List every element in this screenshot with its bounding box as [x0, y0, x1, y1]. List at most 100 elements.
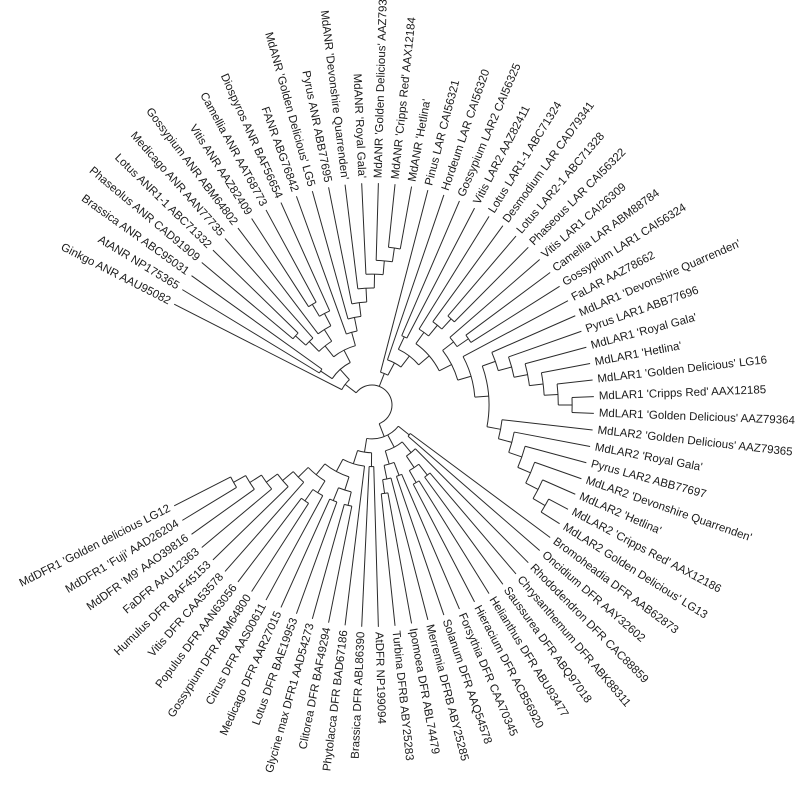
branch: [442, 341, 454, 351]
clade-arc: [366, 425, 399, 440]
branch: [391, 247, 395, 262]
branch: [398, 425, 410, 436]
branch: [418, 216, 490, 330]
branch: [465, 272, 551, 336]
branch: [328, 506, 353, 623]
branch: [201, 488, 272, 548]
clade-arc: [385, 441, 403, 452]
branch: [397, 336, 405, 350]
clade-arc: [355, 384, 393, 425]
branch: [474, 395, 489, 398]
branch: [414, 448, 529, 564]
branch: [387, 434, 395, 448]
branch: [401, 200, 460, 336]
branch: [265, 495, 324, 601]
branch: [315, 463, 326, 476]
branch: [297, 467, 309, 478]
branch: [237, 497, 302, 583]
branch: [311, 304, 320, 317]
clade-arc: [465, 334, 472, 343]
branch: [532, 498, 546, 507]
branch: [406, 207, 475, 339]
branch: [358, 302, 362, 317]
branch: [382, 479, 386, 494]
branch: [344, 184, 359, 289]
branch: [412, 483, 475, 603]
branch: [524, 445, 587, 464]
clade-arc: [329, 498, 338, 503]
branch: [540, 511, 560, 525]
branch: [361, 183, 367, 275]
branch: [339, 369, 350, 381]
leaf-label: MdANR 'Royal Gala': [351, 73, 368, 178]
clade-arc: [517, 446, 526, 468]
branch: [212, 486, 289, 561]
clade-arc: [525, 462, 536, 484]
branch: [173, 303, 343, 391]
branch: [251, 503, 309, 592]
clade-arc: [301, 497, 309, 504]
branch: [304, 489, 314, 502]
clade-arc: [462, 356, 476, 398]
branch: [351, 332, 356, 346]
branch: [224, 481, 305, 572]
branch: [395, 476, 445, 616]
clade-arc: [380, 371, 389, 376]
clade-arc: [381, 492, 389, 495]
clade-arc: [292, 332, 299, 340]
branch: [529, 383, 544, 387]
branch: [311, 504, 345, 619]
branch: [405, 455, 415, 468]
branch: [418, 355, 430, 366]
branch: [365, 288, 368, 303]
branch: [387, 184, 396, 248]
branch: [332, 487, 339, 501]
branch: [373, 466, 379, 627]
branch: [251, 218, 309, 307]
leaf-label: MdANR 'Golden Delicious' AAZ79363: [373, 0, 391, 178]
branch: [513, 374, 528, 378]
clade-arc: [449, 337, 458, 347]
clade-arc: [319, 310, 330, 317]
branch: [441, 318, 452, 330]
branch: [462, 300, 569, 357]
branch: [265, 209, 317, 303]
branch: [534, 461, 582, 480]
branch: [282, 471, 294, 481]
clade-arc: [508, 356, 515, 378]
branch: [514, 431, 591, 447]
branch: [415, 332, 425, 344]
branches: [173, 183, 594, 627]
clade-arc: [376, 259, 393, 263]
clade-arc: [277, 473, 289, 487]
branch: [343, 349, 351, 363]
branch: [382, 260, 385, 275]
branch: [428, 324, 438, 337]
branch: [557, 379, 593, 385]
branch: [323, 329, 333, 342]
branch: [429, 472, 517, 575]
branch: [280, 498, 331, 608]
branch: [393, 462, 400, 476]
clade-arc: [424, 472, 431, 478]
leaf-label: Brassica DFR ABL86390: [350, 631, 368, 759]
branch: [191, 275, 323, 370]
branch: [335, 459, 344, 472]
branch: [386, 194, 445, 361]
clade-arc: [532, 479, 544, 499]
branch: [470, 285, 560, 343]
branch: [408, 470, 417, 483]
clade-arc: [308, 301, 317, 308]
clade-arc: [307, 467, 326, 482]
leaf-label: MdLAR1 'Golden Delicious' AAZ79364: [599, 408, 796, 427]
branch: [517, 466, 531, 474]
branch: [249, 474, 262, 483]
branch: [266, 473, 278, 483]
branch: [375, 183, 379, 261]
branch: [173, 476, 231, 507]
branch: [320, 370, 333, 380]
branch: [407, 435, 541, 551]
branch: [387, 362, 395, 376]
branch: [524, 346, 587, 365]
